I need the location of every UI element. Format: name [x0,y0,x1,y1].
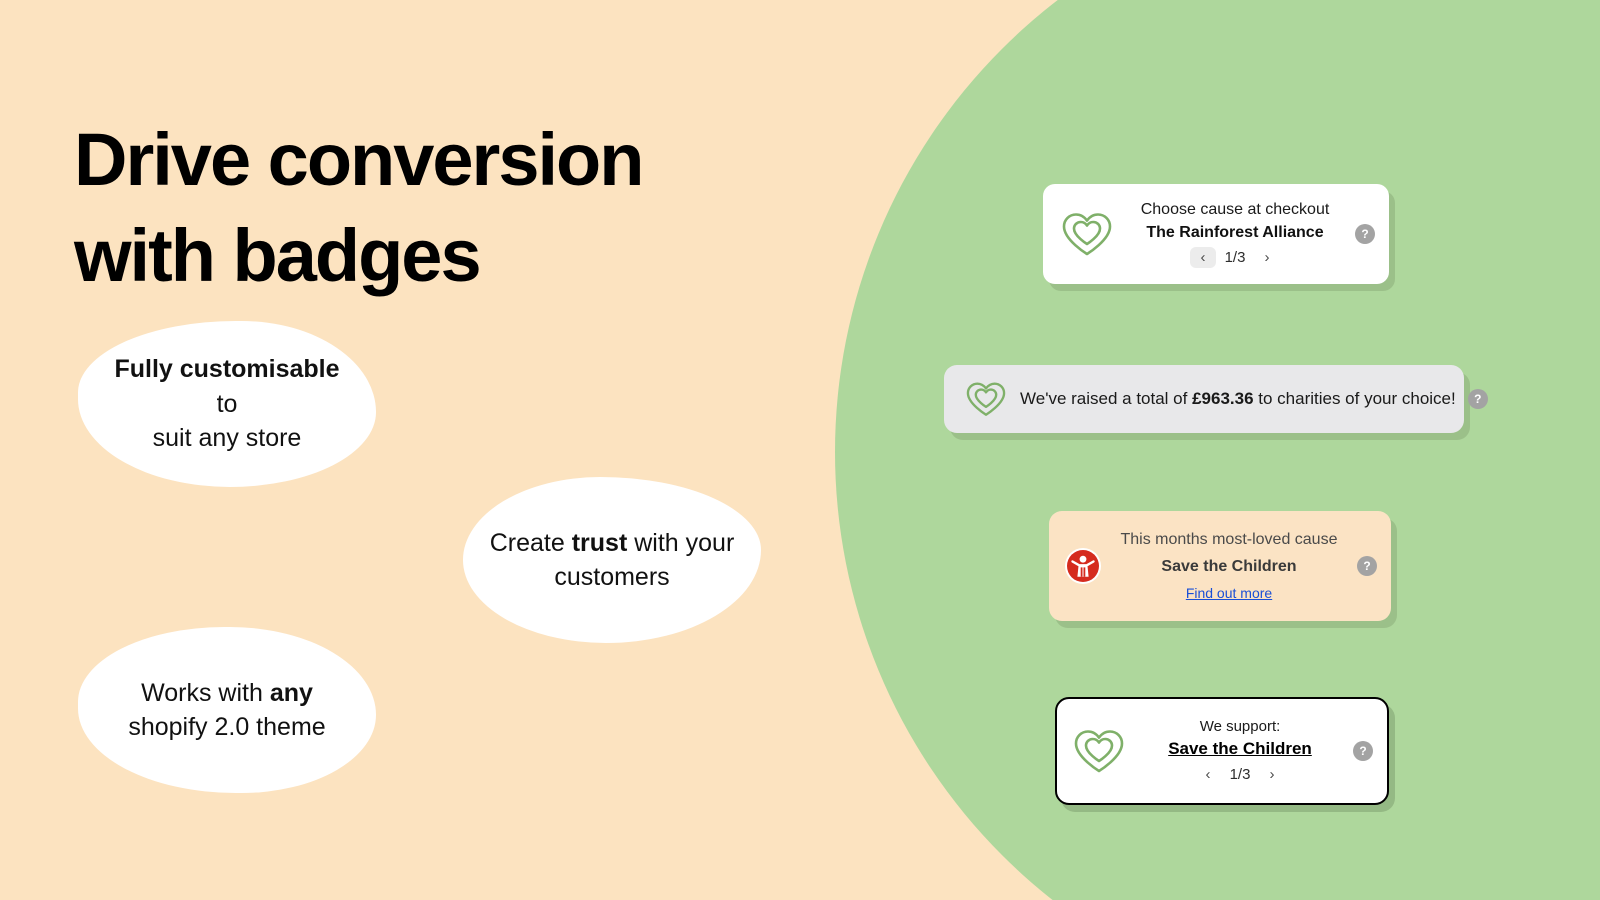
badge-title: This months most-loved cause [1120,531,1338,548]
carousel-pager[interactable]: ‹ 1/3 › [1195,764,1285,785]
help-icon[interactable]: ? [1355,224,1375,244]
help-icon[interactable]: ? [1353,741,1373,761]
callout-bold: trust [571,528,628,557]
badge-body: We support: Save the Children ‹ 1/3 › [1127,718,1353,785]
help-icon[interactable]: ? [1357,556,1377,576]
callout-bold: any [269,678,313,707]
badge-choose-cause[interactable]: Choose cause at checkout The Rainforest … [1043,184,1389,284]
heart-outline-icon [1059,210,1115,258]
charity-logo-circle [1065,548,1101,584]
callout-text: Create trust with your customers [464,526,761,595]
callout-fully-customisable: Fully customisable to suit any store [78,321,376,487]
heart-outline-icon [964,380,1008,418]
badge-body: We've raised a total of £963.36 to chari… [1020,389,1456,409]
badge-message: We've raised a total of £963.36 to chari… [1020,389,1456,409]
callout-bold-lead: Fully customisable [114,355,340,384]
callout-pre: Create [489,528,572,557]
help-icon[interactable]: ? [1467,389,1488,409]
carousel-prev-button[interactable]: ‹ [1190,247,1216,268]
headline-line-1: Drive conversion [74,117,644,201]
callout-line-2: suit any store [152,424,302,453]
carousel-next-button[interactable]: › [1269,765,1275,783]
callout-text: Works with any shopify 2.0 theme [102,676,351,745]
carousel-pager[interactable]: ‹ 1/3 › [1190,247,1280,268]
carousel-page-indicator: 1/3 [1224,249,1246,266]
badge-body: This months most-loved cause Save the Ch… [1101,531,1357,601]
heart-outline-icon [1071,727,1127,775]
callout-pre: Works with [141,678,270,707]
callout-rest: to [216,389,238,418]
raised-amount: £963.36 [1192,389,1254,408]
badge-we-support[interactable]: We support: Save the Children ‹ 1/3 › ? [1055,697,1389,805]
badge-cause-name: Save the Children [1168,738,1312,758]
headline-line-2: with badges [74,213,482,297]
carousel-prev-button[interactable]: ‹ [1205,765,1211,783]
carousel-page-indicator: 1/3 [1229,765,1251,783]
badge-title: We support: [1199,717,1281,735]
badge-total-raised[interactable]: We've raised a total of £963.36 to chari… [944,365,1488,433]
callout-text: Fully customisable to suit any store [78,352,376,456]
badge-cause-name: The Rainforest Alliance [1146,224,1324,241]
save-the-children-logo-icon [1065,548,1101,584]
callout-line-2: customers [554,563,670,591]
callout-post: with your [627,528,735,557]
badge-cause-name: Save the Children [1161,558,1297,575]
carousel-next-button[interactable]: › [1264,249,1270,266]
callout-shopify-theme: Works with any shopify 2.0 theme [78,627,376,793]
badge-most-loved-cause[interactable]: This months most-loved cause Save the Ch… [1049,511,1391,621]
find-out-more-link[interactable]: Find out more [1185,585,1273,601]
badge-title: Choose cause at checkout [1140,201,1330,218]
message-prefix: We've raised a total of [1020,389,1193,408]
page-title: Drive conversion with badges [74,112,774,304]
badge-body: Choose cause at checkout The Rainforest … [1115,200,1355,268]
callout-create-trust: Create trust with your customers [463,477,761,643]
message-suffix: to charities of your choice! [1253,389,1456,408]
callout-line-2: shopify 2.0 theme [128,713,326,741]
